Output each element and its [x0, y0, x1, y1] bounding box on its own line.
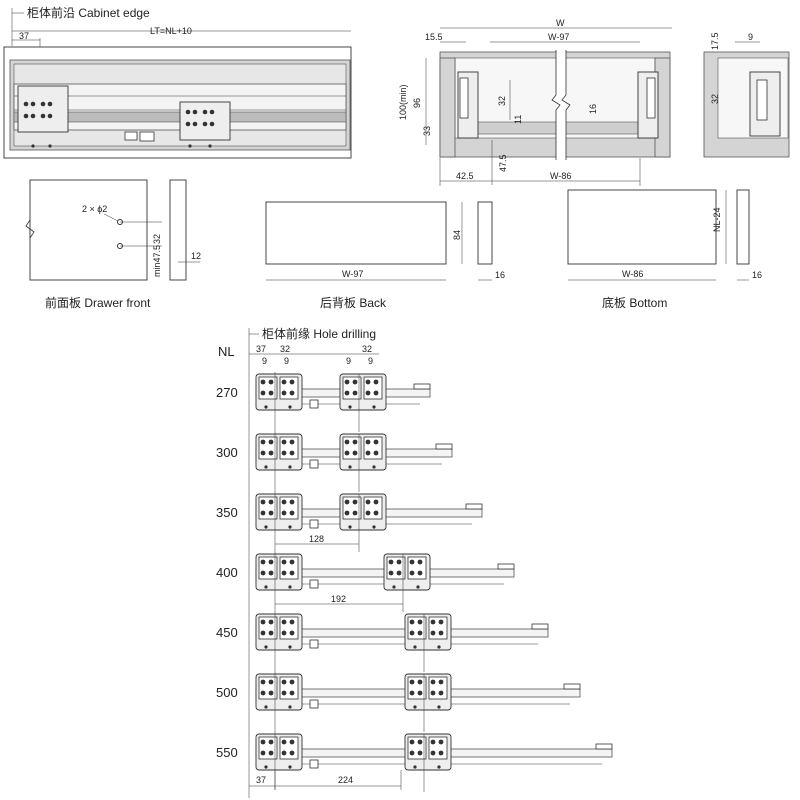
bottom-panel-width: W-86	[622, 269, 643, 279]
nl-row-label: 500	[216, 685, 238, 700]
hinge-block-rear	[404, 733, 452, 771]
hole-drilling-title: 柜体前缘 Hole drilling	[262, 326, 376, 341]
drawer-front-drawing: 2 × ϕ2 32 min47.5 12 前面板 Drawer front	[25, 179, 201, 310]
dim-15-5: 15.5	[425, 32, 443, 42]
dim-32-section: 32	[497, 96, 507, 106]
dim-96: 96	[412, 98, 422, 108]
side-detail: 17.5 9 32	[703, 32, 790, 158]
hd-top-32-right: 32	[362, 344, 372, 354]
back-panel-drawing: W-97 84 16 后背板 Back	[265, 201, 505, 310]
dim-32-side: 32	[710, 94, 720, 104]
back-panel-height: 84	[452, 230, 462, 240]
hinge-block-front	[255, 673, 303, 711]
hinge-block-front	[255, 433, 303, 471]
nl-row-label: 550	[216, 745, 238, 760]
nl-row-label: 300	[216, 445, 238, 460]
hinge-block-front	[255, 733, 303, 771]
drawer-front-dim-32: 32	[152, 234, 162, 244]
drawer-front-hole-label: 2 × ϕ2	[82, 204, 107, 214]
hinge-block-rear	[339, 373, 387, 411]
nl-header: NL	[218, 344, 235, 359]
hinge-block-rear	[383, 553, 431, 591]
dim-42-5: 42.5	[456, 171, 474, 181]
lt-dimension: LT=NL+10	[150, 26, 192, 36]
dim-100-min: 100(min)	[398, 84, 408, 120]
row-spacing-dimension: 128	[309, 534, 324, 544]
nl-row-label: 270	[216, 385, 238, 400]
hinge-block-front	[255, 553, 303, 591]
dim-w-86-section: W-86	[550, 171, 571, 181]
hinge-block-front-left	[17, 85, 69, 133]
nl-row-label: 350	[216, 505, 238, 520]
dim-w-97: W-97	[548, 32, 569, 42]
dim-16-section: 16	[588, 104, 598, 114]
drawer-front-dim-12: 12	[191, 251, 201, 261]
drawer-front-label: 前面板 Drawer front	[45, 295, 151, 310]
hd-top-9-r2: 9	[346, 356, 351, 366]
hinge-block-rear	[404, 673, 452, 711]
hd-top-37: 37	[256, 344, 266, 354]
hole-drilling-section: 柜体前缘 Hole drilling NL 37 32 9 9 32 9 9 2…	[216, 326, 613, 798]
bottom-panel-depth: NL-24	[712, 207, 722, 232]
dim-47-5: 47.5	[498, 154, 508, 172]
dim-11: 11	[513, 115, 523, 124]
offset-37-dimension: 37	[19, 31, 29, 41]
bottom-panel-label: 底板 Bottom	[602, 295, 667, 310]
drawer-front-dim-min47-5: min47.5	[152, 245, 162, 277]
row-spacing-dimension: 192	[331, 594, 346, 604]
dim-w: W	[556, 18, 565, 28]
nl-row-label: 400	[216, 565, 238, 580]
hinge-block-front-right	[179, 101, 231, 141]
cabinet-edge-label: 柜体前沿 Cabinet edge	[27, 5, 150, 20]
back-panel-thickness: 16	[495, 270, 505, 280]
nl-row-label: 450	[216, 625, 238, 640]
hinge-block-front	[255, 493, 303, 531]
drawer-cross-section: W W-97 15.5 100(min) 96 33 32 11 16 47.5…	[398, 18, 672, 186]
dim-33: 33	[422, 126, 432, 136]
dim-17-5: 17.5	[710, 32, 720, 50]
back-panel-width: W-97	[342, 269, 363, 279]
back-panel-label: 后背板 Back	[320, 296, 387, 310]
hinge-block-rear	[339, 493, 387, 531]
hd-top-9-r3: 9	[368, 356, 373, 366]
bottom-panel-drawing: W-86 NL-24 16 底板 Bottom	[567, 189, 762, 310]
hinge-block-rear	[404, 613, 452, 651]
hinge-block-front	[255, 373, 303, 411]
bottom-panel-thickness: 16	[752, 270, 762, 280]
hinge-block-front	[255, 613, 303, 651]
cabinet-front-view: 柜体前沿 Cabinet edge LT=NL+10 37	[3, 5, 352, 159]
hd-top-9-left: 9	[262, 356, 267, 366]
hd-top-32: 32	[280, 344, 290, 354]
dim-9-side: 9	[748, 32, 753, 42]
hd-top-9-right: 9	[284, 356, 289, 366]
hinge-block-rear	[339, 433, 387, 471]
hd-bottom-37: 37	[256, 775, 266, 785]
hd-bottom-224: 224	[338, 775, 353, 785]
